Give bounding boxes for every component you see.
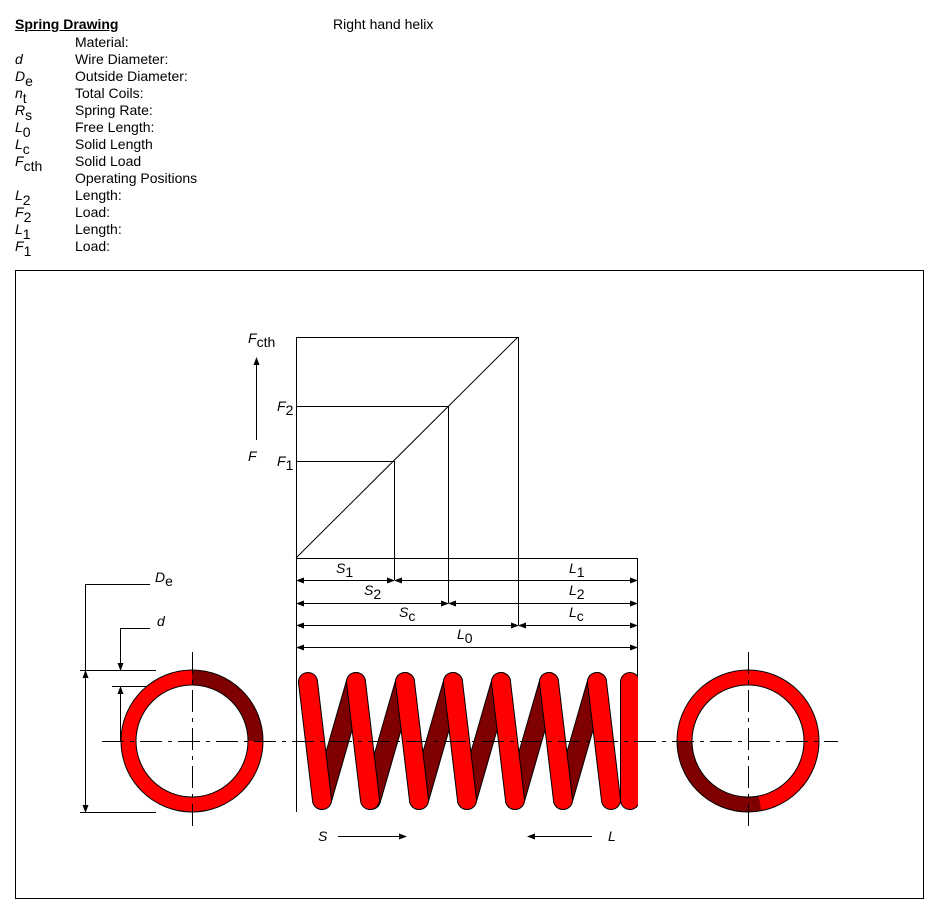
parameter-label: Outside Diameter:	[75, 68, 188, 84]
parameter-label: Solid Load	[75, 153, 142, 169]
parameter-label: Total Coils:	[75, 85, 144, 101]
parameter-label: Material:	[75, 34, 129, 50]
parameter-symbol: L0	[15, 119, 31, 140]
label-s2: S2	[364, 582, 381, 602]
parameter-label: Solid Length	[75, 136, 153, 152]
load-diagram	[80, 336, 638, 840]
coil-front-strand	[299, 673, 331, 809]
label-f: F	[248, 448, 258, 464]
drawing-frame	[15, 270, 924, 899]
coil-clip-right	[638, 660, 654, 820]
parameter-symbol: Lc	[15, 136, 30, 157]
label-sc: Sc	[399, 604, 415, 624]
parameter-symbol: De	[15, 68, 33, 89]
label-l2: L2	[569, 582, 585, 602]
parameter-label: Load:	[75, 238, 111, 254]
label-de: De	[155, 569, 173, 589]
label-s1: S1	[336, 560, 353, 580]
coil-front-strand	[347, 673, 379, 809]
parameter-symbol: nt	[15, 85, 27, 106]
coil-clip-left	[280, 660, 296, 820]
parameter-label: Load:	[75, 204, 111, 220]
label-d: d	[157, 613, 166, 629]
drawing-title: Spring Drawing	[15, 16, 119, 32]
label-l: L	[608, 828, 616, 844]
coil-front-strand	[540, 673, 572, 809]
parameter-label: Wire Diameter:	[75, 51, 169, 67]
parameter-label: Free Length:	[75, 119, 155, 135]
label-l0: L0	[457, 626, 473, 646]
parameter-label: Length:	[75, 187, 122, 203]
label-lc: Lc	[569, 604, 584, 624]
label-f1: F1	[277, 453, 294, 473]
parameter-label: Spring Rate:	[75, 102, 153, 118]
coil-front-strand	[492, 673, 524, 809]
parameter-symbol: F1	[15, 238, 32, 259]
spring-coils	[280, 660, 654, 820]
parameter-symbol: L1	[15, 221, 31, 242]
parameter-symbol: F2	[15, 204, 32, 225]
parameter-symbol: L2	[15, 187, 31, 208]
parameter-symbol: Fcth	[15, 153, 43, 174]
load-line	[295, 336, 519, 559]
center-lines	[102, 652, 838, 830]
helix-direction: Right hand helix	[333, 16, 434, 32]
label-f2: F2	[277, 398, 294, 418]
parameter-label: Operating Positions	[75, 170, 198, 186]
label-s: S	[318, 828, 328, 844]
parameter-symbol: d	[15, 51, 23, 67]
parameter-label: Length:	[75, 221, 122, 237]
label-fcth: Fcth	[248, 330, 275, 350]
label-l1: L1	[569, 560, 585, 580]
parameter-symbol: Rs	[15, 102, 33, 123]
